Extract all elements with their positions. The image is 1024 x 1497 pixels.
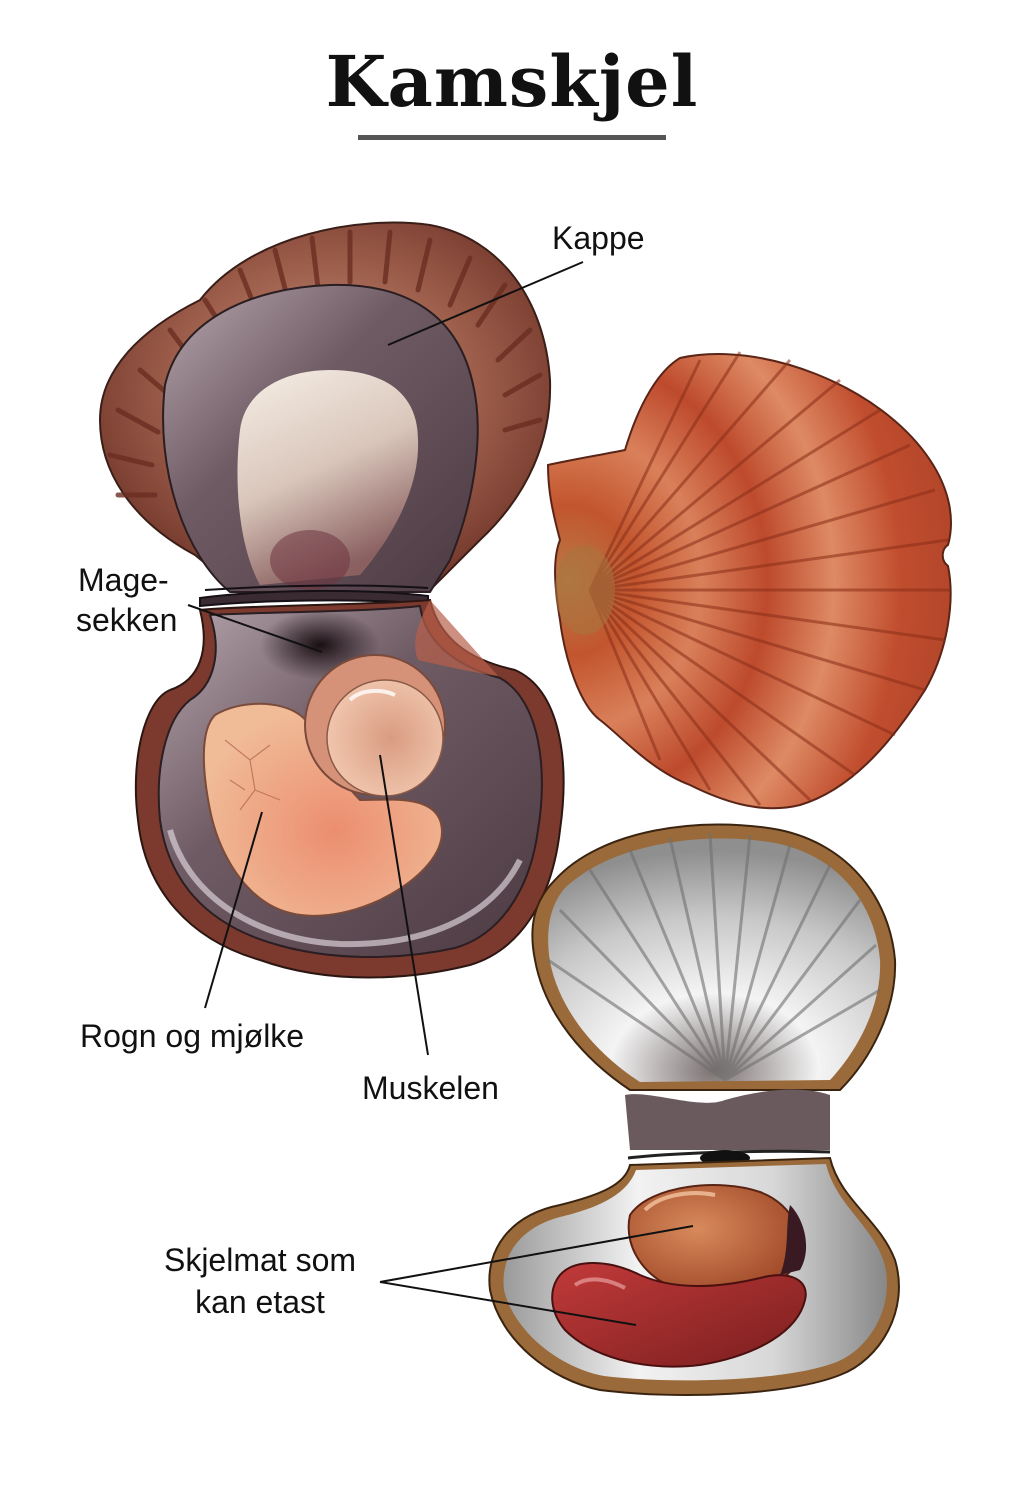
label-mage-line1: Mage- <box>78 560 169 600</box>
label-kappe: Kappe <box>552 218 645 258</box>
closed-scallop-orange <box>548 352 951 808</box>
label-skjelmat-line1: Skjelmat som <box>140 1240 380 1280</box>
label-rogn: Rogn og mjølke <box>80 1016 304 1056</box>
label-skjelmat-line2: kan etast <box>140 1282 380 1322</box>
label-mage-line2: sekken <box>76 600 177 640</box>
label-muskelen: Muskelen <box>362 1068 499 1108</box>
open-scallop-right <box>489 824 899 1395</box>
